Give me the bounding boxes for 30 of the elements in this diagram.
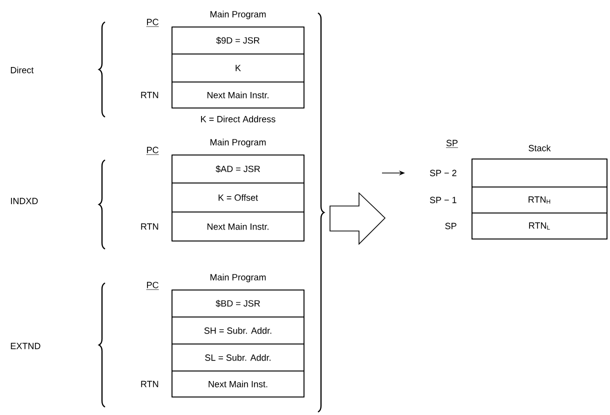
mode-label: Direct — [10, 66, 34, 74]
memory-cell: Next Main Inst. — [172, 370, 304, 398]
pointer-label: RTN — [141, 92, 158, 98]
pointer-label: SP − 2 — [430, 170, 456, 176]
pointer-label: RTN — [141, 223, 158, 230]
node-label: Main Program — [210, 138, 266, 148]
pointer-label: PC — [146, 146, 159, 155]
memory-cell: Next Main Instr. — [172, 212, 304, 242]
memory-cell: $9D = JSR — [172, 26, 304, 54]
memory-cell: SH = Subr. Addr. — [172, 316, 304, 344]
node-label: Main Program — [210, 274, 266, 282]
mode-label: INDXD — [11, 198, 38, 204]
memory-cell: Next Main Instr. — [172, 82, 304, 108]
memory-cell: $AD = JSR — [172, 154, 304, 184]
pointer-label: PC — [146, 18, 159, 27]
pointer-label: SP — [446, 140, 458, 148]
memory-cell: SL = Subr. Addr. — [172, 344, 304, 372]
pointer-label: SP − 1 — [430, 196, 456, 204]
memory-cell: K — [172, 54, 304, 82]
memory-cell: $BD = JSR — [172, 290, 304, 318]
memory-cell: RTN$_{H}$ — [472, 186, 608, 214]
memory-cell: RTN$_{L}$ — [472, 212, 608, 240]
mode-label: EXTND — [10, 342, 40, 350]
memory-cell: K = Offset — [172, 182, 304, 212]
node-label: Stack — [528, 144, 551, 152]
pointer-label: PC — [146, 282, 159, 290]
node-label: Main Program — [210, 10, 266, 20]
pointer-label: RTN — [141, 380, 158, 388]
note-text: K = Direct Address — [201, 116, 276, 122]
pointer-label: SP — [445, 222, 456, 230]
